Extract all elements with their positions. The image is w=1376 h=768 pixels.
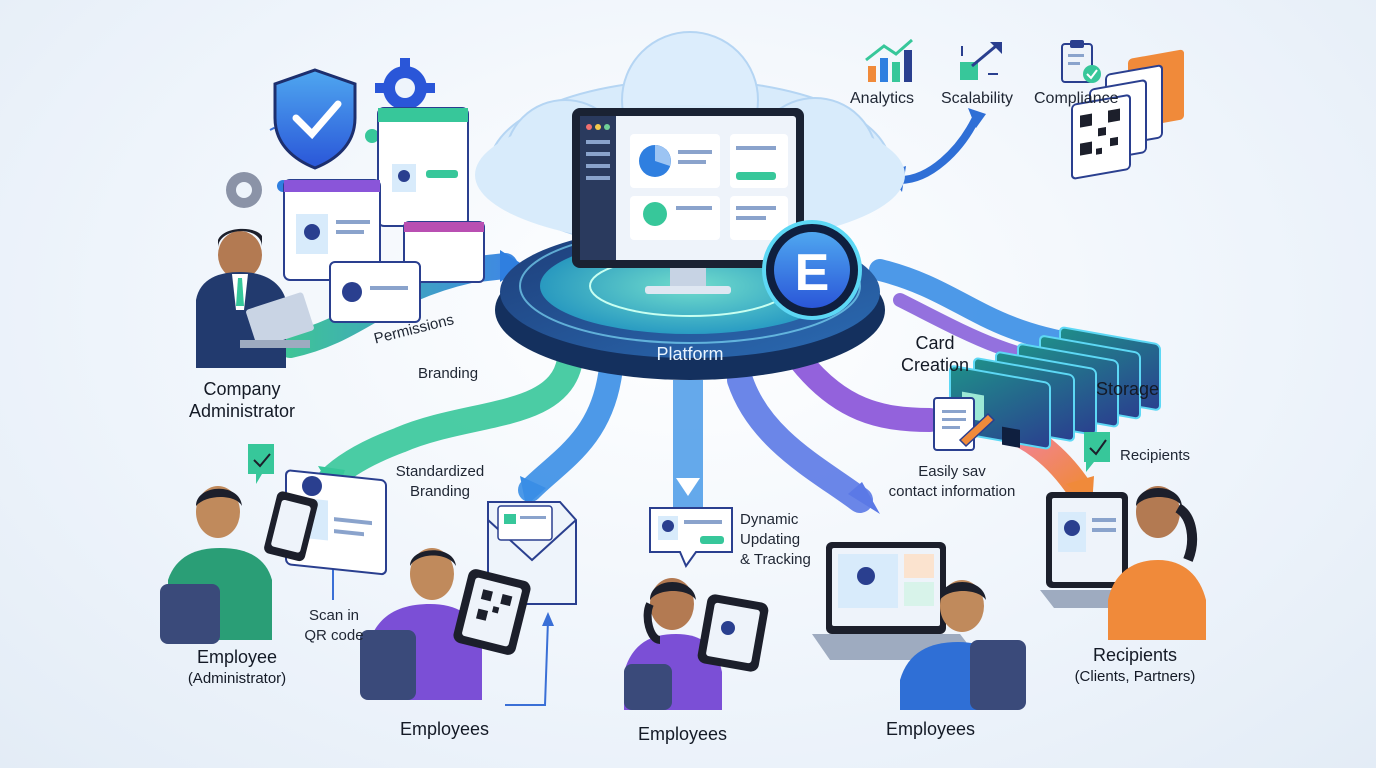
arrowhead-employees-1 — [520, 476, 546, 506]
employees-figure-2 — [624, 507, 769, 710]
platform-monitor — [572, 108, 804, 294]
arrow-platform-to-branding — [317, 347, 583, 493]
arrow-platform-to-employees-1 — [518, 363, 622, 502]
compliance-icon — [1061, 40, 1101, 83]
scalability-icon — [960, 42, 1002, 80]
employee-admin-figure — [160, 444, 387, 644]
top-icon-label-analytics: Analytics — [850, 90, 915, 107]
label-employee-admin: Employee(Administrator) — [187, 647, 287, 687]
arrowhead-top-2 — [968, 108, 986, 128]
label-employees-2: Employees — [638, 724, 728, 744]
arrowhead-emp1 — [542, 612, 554, 626]
label-recipients: Recipients(Clients, Partners) — [1074, 645, 1196, 685]
badge-letter: E — [795, 244, 830, 302]
label-branding: Branding — [418, 365, 479, 382]
label-recipients-note: Recipients — [1120, 447, 1191, 464]
arrow-platform-to-easily-save — [788, 348, 942, 432]
employees-figure-1 — [360, 501, 577, 700]
arrowhead-employees-3 — [848, 482, 880, 514]
storage-cards — [949, 326, 1161, 450]
document-icon — [933, 397, 996, 451]
recipients-figure — [1040, 486, 1206, 640]
profile-cards-admin — [283, 107, 485, 323]
arrowhead-employees-2 — [676, 478, 700, 496]
qr-cards — [1071, 49, 1184, 180]
gear-icon-small — [226, 129, 379, 208]
arrow-platform-to-employees-3 — [727, 367, 873, 513]
connector-employees-1 — [505, 619, 549, 706]
company-administrator-figure — [196, 228, 314, 368]
platform-label: Platform — [656, 344, 723, 364]
top-icon-label-compliance: Compliance — [1034, 90, 1119, 107]
shield-icon — [273, 68, 357, 170]
label-employees-1: Employees — [400, 719, 490, 739]
platform-badge: E — [762, 220, 862, 320]
arrowhead-admin — [500, 250, 525, 282]
label-employees-3: Employees — [886, 719, 976, 739]
recipients-chat-icon — [1084, 432, 1110, 472]
arrow-platform-to-employees-2 — [673, 380, 703, 530]
arrow-top-bidirectional — [896, 116, 979, 184]
analytics-icon — [865, 38, 913, 82]
employees-figure-3 — [812, 542, 1026, 710]
label-storage: Storage — [1096, 379, 1160, 399]
top-icon-label-scalability: Scalability — [941, 90, 1014, 107]
